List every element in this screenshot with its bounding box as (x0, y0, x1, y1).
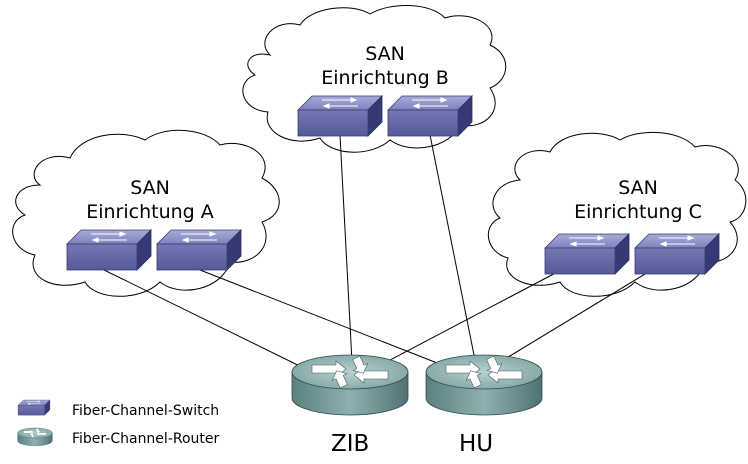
site-b-subtitle: Einrichtung B (321, 67, 449, 89)
legend-router-icon (17, 427, 53, 447)
site-a-label: SAN Einrichtung A (60, 176, 240, 224)
switch-c2-icon (634, 233, 720, 275)
site-c-title: SAN (618, 177, 658, 199)
site-a-title: SAN (130, 177, 170, 199)
link-switch-b2-hu (429, 134, 476, 361)
switch-c1-icon (544, 233, 630, 275)
switch-a2-icon (156, 229, 242, 271)
site-c-subtitle: Einrichtung C (574, 201, 702, 223)
link-switch-c1-zib (374, 267, 566, 369)
switch-a1-icon (66, 229, 152, 271)
legend-switch-label: Fiber-Channel-Switch (72, 403, 220, 419)
legend-router-label: Fiber-Channel-Router (72, 431, 220, 447)
router-hu-icon (425, 354, 543, 416)
link-switch-a2-hu (194, 267, 456, 371)
site-b-label: SAN Einrichtung B (295, 42, 475, 90)
router-hu-label: HU (459, 431, 494, 457)
link-switch-b1-zib (339, 134, 353, 363)
site-a-subtitle: Einrichtung A (86, 201, 214, 223)
switch-b2-icon (387, 95, 473, 137)
router-zib-label: ZIB (331, 431, 370, 457)
switch-b1-icon (297, 95, 383, 137)
network-links (99, 134, 656, 376)
router-zib-icon (291, 354, 409, 416)
site-c-label: SAN Einrichtung C (548, 176, 728, 224)
link-switch-a1-zib (99, 267, 319, 376)
legend-switch-icon (17, 399, 51, 416)
link-switch-c2-hu (494, 267, 656, 366)
site-b-title: SAN (365, 43, 405, 65)
